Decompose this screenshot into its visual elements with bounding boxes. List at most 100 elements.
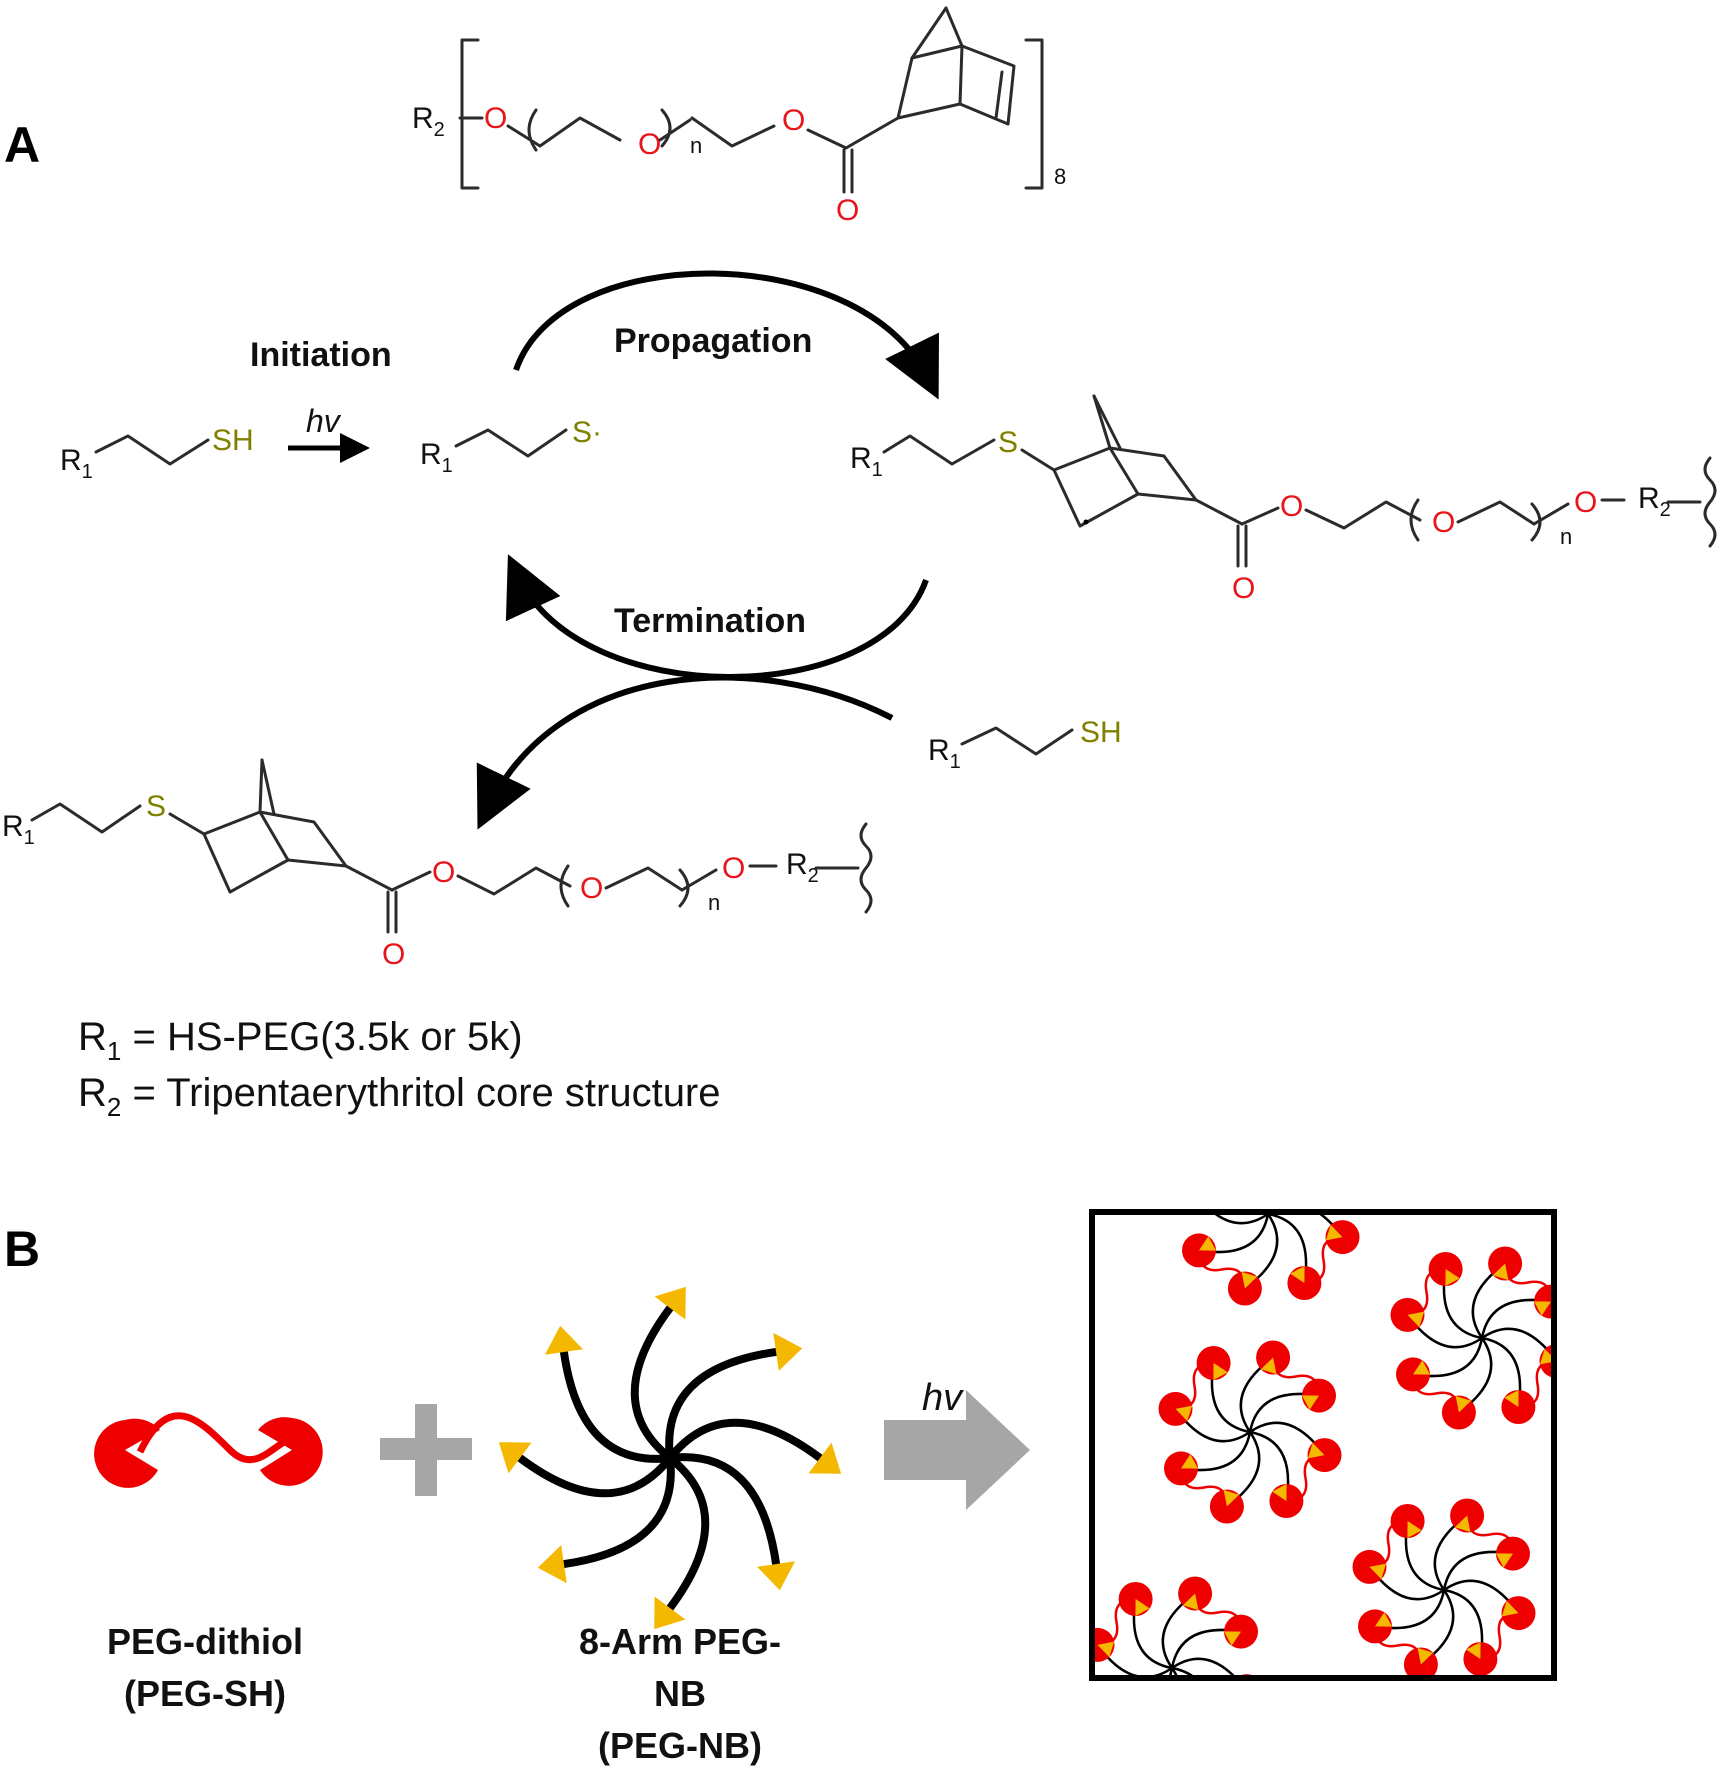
network-peg-chain: [1194, 1145, 1232, 1191]
product-s: S: [146, 790, 166, 823]
propagation-label: Propagation: [614, 322, 812, 360]
network-norbornene-wedge: [1413, 1360, 1430, 1375]
product-ether-o: O: [580, 872, 603, 905]
network-norbornene-wedge: [1175, 1405, 1193, 1422]
network-star-arm: [1211, 1212, 1269, 1225]
intermediate-repeat-n: n: [1560, 524, 1572, 549]
network-star-arm: [1265, 1212, 1270, 1215]
intermediate-terminal-o: O: [1574, 486, 1597, 519]
monomer-carbonyl-oxygen: O: [836, 194, 859, 227]
termination-arrow-lower: [476, 674, 894, 830]
network-norbornene-wedge: [1231, 1145, 1245, 1162]
monomer-multiplicity: 8: [1054, 164, 1066, 189]
hydrogel-network-illustration: [1086, 1123, 1557, 1754]
radical-s: S·: [572, 416, 602, 449]
network-thiol-end: [1191, 1720, 1225, 1754]
thiol-sh: SH: [212, 424, 254, 457]
termination-label: Termination: [614, 602, 806, 640]
peg-nb-label-line2: NB: [654, 1673, 706, 1714]
network-norbornene-wedge: [1375, 1612, 1392, 1627]
network-norbornene-wedge: [1325, 1224, 1343, 1241]
network-star-arm: [1171, 1657, 1238, 1678]
network-peg-chain: [1103, 1704, 1149, 1742]
r1-definition: R1 = HS-PEG(3.5k or 5k): [78, 1015, 523, 1066]
panel-b-hv: hv: [922, 1377, 964, 1419]
product-terminal-o: O: [722, 852, 745, 885]
network-norbornene-wedge: [1146, 1726, 1162, 1743]
r2-definition: R2 = Tripentaerythritol core structure: [78, 1071, 721, 1122]
norbornene-end-group: [808, 1442, 842, 1474]
product-r1: R1: [2, 810, 35, 849]
peg-nb-label-line1: 8-Arm PEG-: [579, 1621, 781, 1662]
initiation-hv: hv: [306, 403, 342, 439]
network-norbornene-wedge: [1135, 1599, 1150, 1616]
network-norbornene-wedge: [1407, 1311, 1425, 1328]
network-star-arm: [1266, 1212, 1270, 1215]
transfer-r1: R1: [928, 734, 961, 773]
network-thiol-end: [1177, 1174, 1211, 1208]
network-norbornene-wedge: [1454, 1515, 1471, 1533]
network-norbornene-wedge: [1097, 1641, 1115, 1658]
transfer-sh: SH: [1080, 716, 1122, 749]
monomer-oxygen-2: O: [638, 128, 661, 161]
network-norbornene-wedge: [1307, 1442, 1325, 1459]
norbornene-end-group: [654, 1596, 686, 1630]
norbornene-end-group: [537, 1545, 567, 1584]
network-norbornene-wedge: [1455, 1395, 1472, 1413]
propagation-arrow: [513, 270, 939, 400]
star-arm: [559, 1454, 675, 1569]
monomer-oxygen-3: O: [782, 104, 805, 137]
thiol-reactant: R1 SH: [60, 424, 254, 483]
network-star-arm: [1171, 1666, 1197, 1678]
network-norbornene-wedge: [1290, 1266, 1305, 1283]
network-thiol-end: [1274, 1123, 1308, 1157]
network-norbornene-wedge: [1496, 1553, 1513, 1568]
network-norbornene-wedge: [1466, 1642, 1481, 1659]
block-arrow-icon: [884, 1390, 1030, 1510]
star-arm: [666, 1453, 781, 1569]
network-norbornene-wedge: [1194, 1188, 1211, 1204]
network-norbornene-wedge: [1534, 1301, 1551, 1316]
network-norbornene-wedge: [1417, 1647, 1434, 1665]
network-norbornene-wedge: [1181, 1454, 1198, 1469]
norbornene-end-group: [757, 1561, 796, 1591]
peg-dithiol-icon: [94, 1412, 323, 1488]
product-r2: R2: [786, 848, 819, 887]
network-norbornene-wedge: [1103, 1690, 1120, 1704]
carbon-radical-intermediate: R1 S O O O n O R2: [850, 394, 1717, 605]
star-arm: [666, 1418, 824, 1462]
network-norbornene-wedge: [1272, 1484, 1287, 1501]
norbornene-end-group: [544, 1325, 583, 1355]
network-thiol-end: [1215, 1128, 1249, 1162]
peg-nb-monomer-structure: 8 R2 O O n O O: [412, 6, 1066, 227]
network-norbornene-wedge: [1302, 1395, 1319, 1410]
panel-a-label: A: [4, 117, 40, 173]
network-norbornene-wedge: [1223, 1489, 1240, 1507]
initiation-label: Initiation: [250, 336, 392, 374]
intermediate-r2: R2: [1638, 482, 1671, 521]
star-arm: [665, 1347, 781, 1462]
star-arm: [559, 1347, 674, 1463]
network-norbornene-wedge: [1492, 1263, 1509, 1281]
network-thiol-end: [1086, 1687, 1120, 1721]
star-arm: [666, 1454, 710, 1612]
network-peg-chain: [1208, 1691, 1246, 1737]
monomer-repeat-n: n: [690, 133, 702, 158]
monomer-r2: R2: [412, 102, 445, 141]
thiol-chain-transfer: R1 SH: [928, 716, 1122, 773]
thioether-product: R1 S O O O n O R2: [2, 758, 873, 971]
network-norbornene-wedge: [1501, 1600, 1519, 1617]
network-norbornene-wedge: [1213, 1363, 1228, 1380]
thiol-r1: R1: [60, 444, 93, 483]
product-ester-o: O: [432, 856, 455, 889]
network-norbornene-wedge: [1182, 1593, 1199, 1611]
product-repeat-n: n: [708, 890, 720, 915]
network-norbornene-wedge: [1504, 1390, 1519, 1407]
star-arm: [516, 1454, 674, 1498]
reaction-cycle-arrows: [476, 270, 939, 830]
network-norbornene-wedge: [1279, 1140, 1295, 1157]
peg-nb-label-line3: (PEG-NB): [598, 1725, 762, 1766]
plus-icon: [380, 1404, 472, 1496]
network-thiol-end: [1320, 1161, 1354, 1195]
